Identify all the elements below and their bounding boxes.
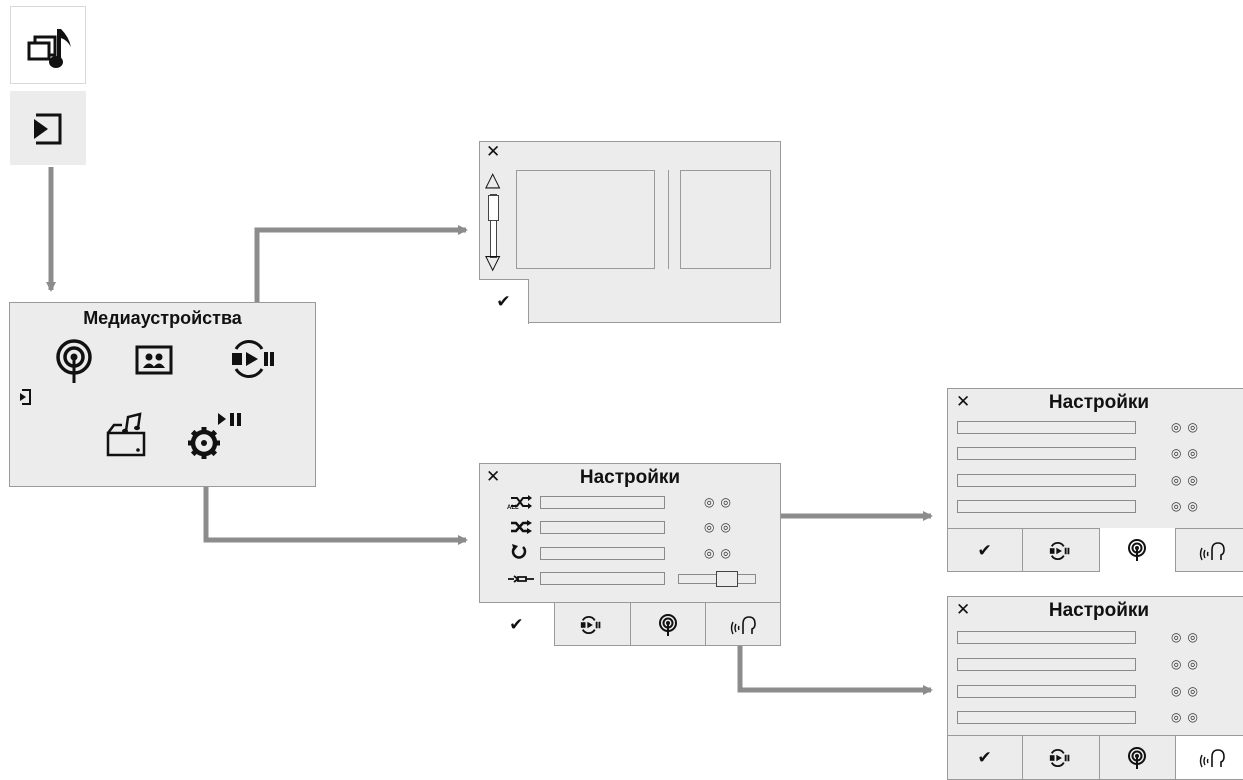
aux-tab[interactable] xyxy=(1100,736,1176,779)
confirm-button[interactable]: ✔ xyxy=(479,279,529,324)
playback-icon xyxy=(1049,748,1070,767)
jack-icon xyxy=(508,575,534,583)
option-radio[interactable]: ◎◎ xyxy=(1171,657,1204,671)
settings-panel-aux: ✕ Настройки ◎◎ ◎◎ ◎◎ ◎◎ ✔ xyxy=(947,388,1243,572)
shuffle-all-radio[interactable]: ◎◎ xyxy=(704,495,737,509)
option-radio[interactable]: ◎◎ xyxy=(1171,473,1204,487)
option-radio[interactable]: ◎◎ xyxy=(1171,710,1204,724)
media-devices-title: Медиаустройства xyxy=(83,308,242,328)
voice-tab[interactable] xyxy=(706,603,781,646)
playback-tab[interactable] xyxy=(1023,736,1100,779)
option-bar[interactable] xyxy=(957,474,1136,487)
shuffle-radio[interactable]: ◎◎ xyxy=(704,520,737,534)
settings-title: Настройки xyxy=(1048,600,1150,621)
option-bar[interactable] xyxy=(957,421,1136,434)
arrow-playback-to-list xyxy=(254,225,468,320)
aux-icon xyxy=(1128,746,1147,769)
scroll-up-icon[interactable]: △ xyxy=(485,167,501,191)
option-bar[interactable] xyxy=(957,685,1136,698)
playback-tab[interactable] xyxy=(1023,529,1100,572)
voice-tab[interactable] xyxy=(1175,736,1243,779)
repeat-radio[interactable]: ◎◎ xyxy=(704,546,737,560)
media-devices-panel: Медиаустройства xyxy=(9,302,316,487)
volume-slider-thumb[interactable] xyxy=(716,571,738,587)
exit-small-icon[interactable] xyxy=(16,387,34,407)
playback-icon xyxy=(1049,541,1070,560)
settings-title: Настройки xyxy=(579,467,681,488)
exit-button[interactable] xyxy=(10,91,86,165)
settings-tabs: ✔ xyxy=(947,528,1243,572)
exit-icon xyxy=(34,113,62,145)
list-box[interactable] xyxy=(516,170,655,269)
option-radio[interactable]: ◎◎ xyxy=(1171,446,1204,460)
jack-bar[interactable] xyxy=(540,572,665,585)
option-radio[interactable]: ◎◎ xyxy=(1171,684,1204,698)
scrollbar-track[interactable] xyxy=(490,194,497,258)
scroll-down-icon[interactable]: ▽ xyxy=(485,250,501,274)
check-icon: ✔ xyxy=(496,292,511,312)
list-divider xyxy=(668,170,669,269)
option-bar[interactable] xyxy=(957,447,1136,460)
close-icon[interactable]: ✕ xyxy=(486,142,501,162)
aux-icon xyxy=(1128,539,1147,561)
sd-card-icon[interactable] xyxy=(104,411,150,459)
preview-box xyxy=(680,170,771,269)
check-icon: ✔ xyxy=(977,540,992,561)
shuffle-all-bar[interactable] xyxy=(540,496,665,509)
confirm-tab[interactable]: ✔ xyxy=(479,603,555,646)
option-radio[interactable]: ◎◎ xyxy=(1171,420,1204,434)
option-radio[interactable]: ◎◎ xyxy=(1171,630,1204,644)
repeat-bar[interactable] xyxy=(540,547,665,560)
close-icon[interactable]: ✕ xyxy=(956,392,971,412)
scrollbar-thumb[interactable] xyxy=(488,195,499,221)
confirm-tab[interactable]: ✔ xyxy=(947,736,1024,779)
media-source-icon xyxy=(27,29,71,68)
check-icon: ✔ xyxy=(509,614,524,635)
arrow-voice-to-settings xyxy=(737,643,933,695)
option-radio[interactable]: ◎◎ xyxy=(1171,499,1204,513)
voice-icon xyxy=(1200,748,1226,767)
voice-icon xyxy=(730,615,756,634)
settings-title: Настройки xyxy=(1048,392,1150,413)
settings-panel-voice: ✕ Настройки ◎◎ ◎◎ ◎◎ ◎◎ ✔ xyxy=(947,596,1243,780)
check-icon: ✔ xyxy=(977,747,992,768)
aux-icon[interactable] xyxy=(54,337,94,385)
settings-tabs: ✔ xyxy=(479,602,781,646)
settings-panel: ✕ Настройки ALL ◎◎ ◎◎ ◎◎ ✔ xyxy=(479,463,781,646)
playback-settings-icon[interactable] xyxy=(186,405,250,463)
shuffle-all-icon: ALL xyxy=(507,495,532,511)
confirm-tab[interactable]: ✔ xyxy=(947,529,1024,572)
playback-tab[interactable] xyxy=(555,603,631,646)
option-bar[interactable] xyxy=(957,500,1136,513)
shuffle-bar[interactable] xyxy=(540,521,665,534)
media-mode-button[interactable] xyxy=(10,6,86,84)
voice-icon xyxy=(1200,541,1226,560)
svg-text:ALL: ALL xyxy=(507,505,519,511)
list-panel: ✕ △ ▽ ✔ xyxy=(479,141,781,324)
photo-icon[interactable] xyxy=(134,343,174,377)
aux-tab[interactable] xyxy=(631,603,707,646)
option-bar[interactable] xyxy=(957,658,1136,671)
settings-tabs: ✔ xyxy=(947,735,1243,779)
repeat-icon xyxy=(511,544,527,559)
option-bar[interactable] xyxy=(957,711,1136,724)
option-bar[interactable] xyxy=(957,631,1136,644)
close-icon[interactable]: ✕ xyxy=(956,600,971,620)
aux-tab[interactable] xyxy=(1099,528,1176,572)
playback-icon[interactable] xyxy=(228,339,284,379)
shuffle-icon xyxy=(511,520,532,534)
voice-tab[interactable] xyxy=(1176,529,1243,572)
close-icon[interactable]: ✕ xyxy=(486,467,501,487)
playback-icon xyxy=(580,615,601,634)
aux-icon xyxy=(658,613,677,636)
